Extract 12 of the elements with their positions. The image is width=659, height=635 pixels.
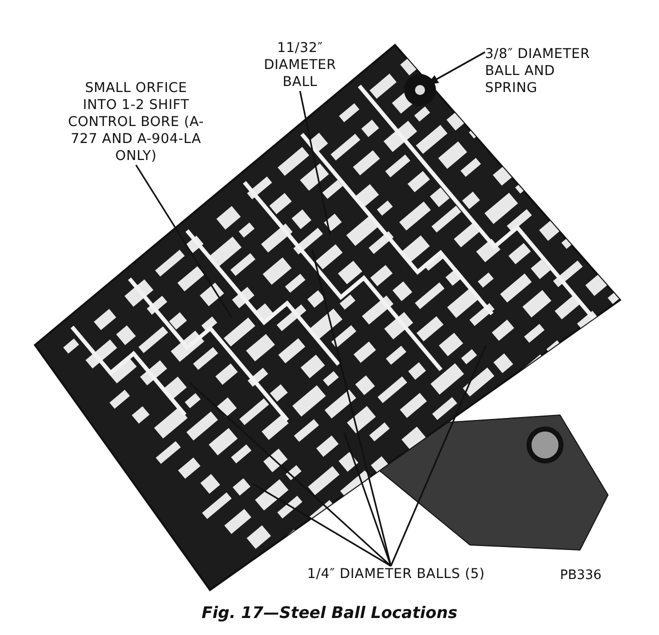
figure-code: PB336: [560, 568, 602, 583]
leader-line: [252, 483, 392, 567]
callout-label: 1/4″ DIAMETER BALLS (5): [268, 566, 524, 583]
leader-line: [343, 432, 392, 566]
callout-label: 3/8″ DIAMETER BALL AND SPRING: [485, 46, 611, 97]
callout-label: 11/32″ DIAMETER BALL: [258, 40, 342, 91]
callout-label: SMALL ORFICE INTO 1-2 SHIFT CONTROL BORE (A-727 AND A-904-LA ONLY): [66, 80, 206, 165]
leader-line: [135, 164, 233, 318]
figure-caption: Fig. 17—Steel Ball Locations: [200, 603, 458, 622]
leader-line: [390, 344, 487, 566]
leader-line: [299, 90, 331, 236]
leader-line: [189, 382, 392, 567]
